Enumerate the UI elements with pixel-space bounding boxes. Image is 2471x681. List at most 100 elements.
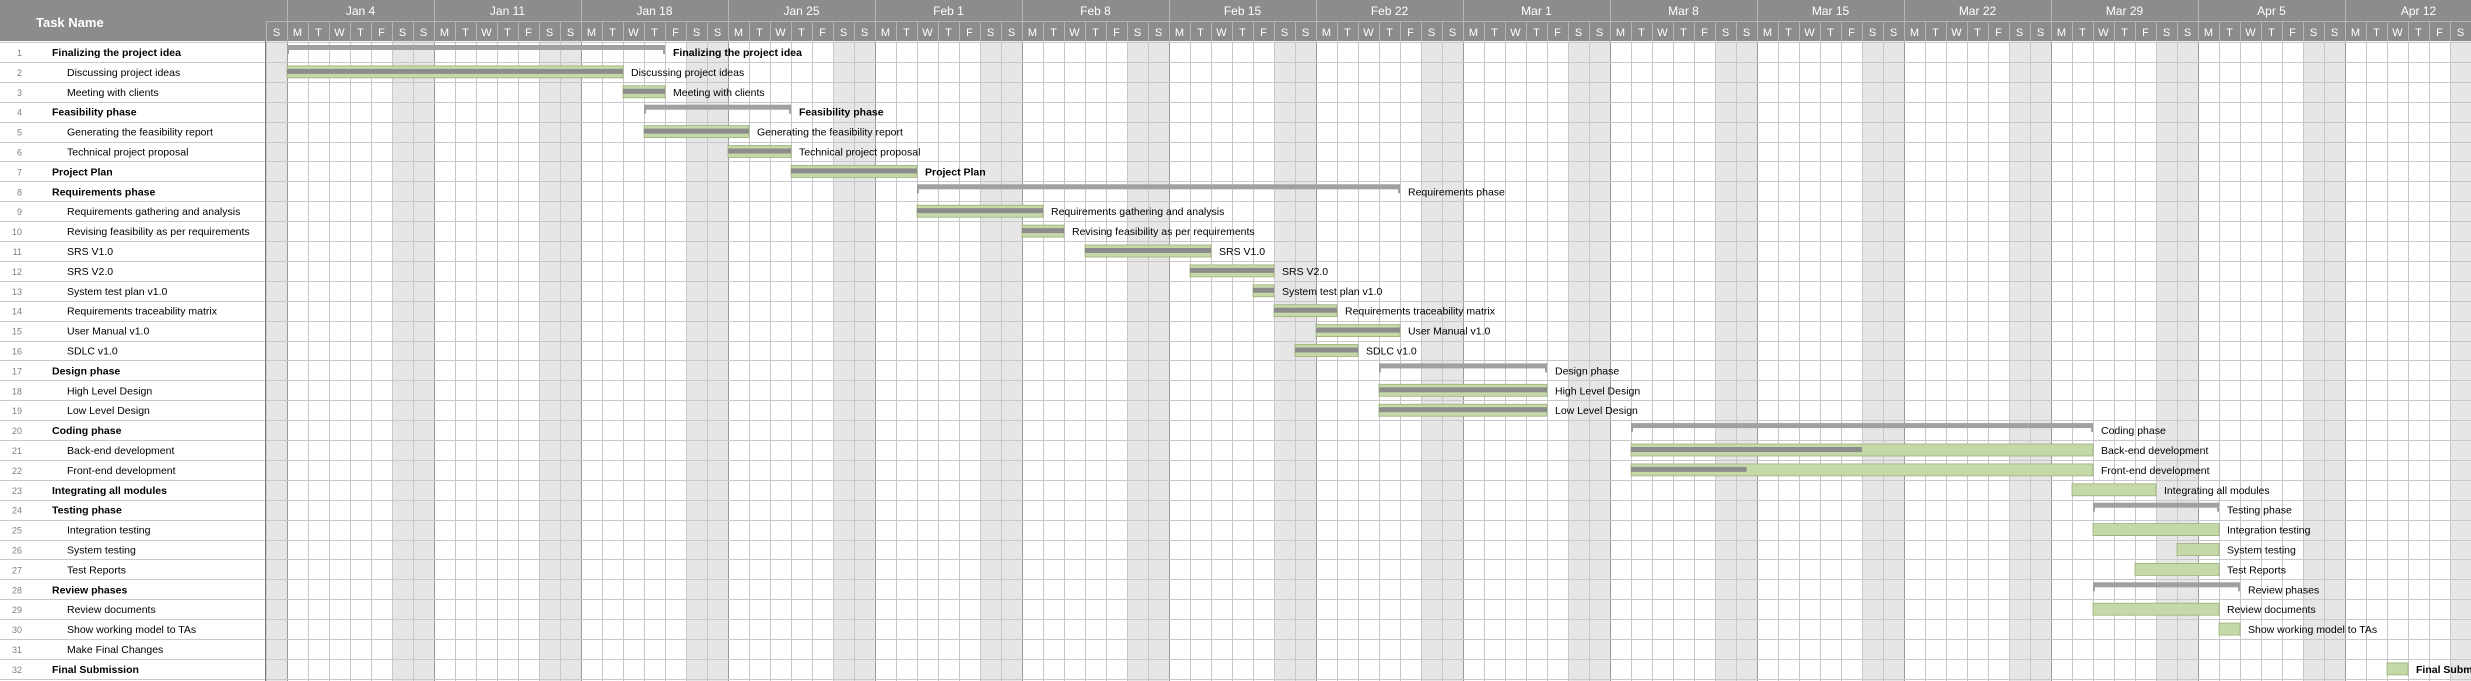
task-name[interactable]: Review documents (67, 604, 156, 616)
day-letter: T (1344, 27, 1351, 39)
task-progress (1274, 307, 1337, 313)
week-label[interactable]: Mar 15 (1812, 4, 1850, 18)
summary-bar[interactable] (2093, 502, 2219, 508)
day-letter: F (1260, 27, 1267, 39)
task-name[interactable]: Meeting with clients (67, 87, 159, 99)
day-letter: T (2079, 27, 2086, 39)
bar-label: User Manual v1.0 (1408, 326, 1490, 338)
day-letter: W (775, 27, 786, 39)
task-name[interactable]: High Level Design (67, 385, 152, 397)
week-label[interactable]: Feb 15 (1224, 4, 1262, 18)
row-number: 15 (12, 327, 22, 337)
day-letter: S (2184, 27, 2191, 39)
task-name[interactable]: Requirements gathering and analysis (67, 206, 240, 218)
row-number: 16 (12, 346, 22, 356)
task-name[interactable]: Coding phase (52, 425, 122, 437)
day-letter: M (1028, 27, 1037, 39)
day-letter: M (2057, 27, 2066, 39)
task-name[interactable]: System testing (67, 544, 136, 556)
day-letter: T (1197, 27, 1204, 39)
day-letter: W (1069, 27, 1080, 39)
task-bar[interactable] (2092, 523, 2220, 536)
summary-bar-start-tick (2093, 502, 2095, 512)
week-label[interactable]: Jan 25 (783, 4, 819, 18)
task-name[interactable]: Final Submission (52, 664, 139, 676)
task-name-column-header[interactable]: Task Name (36, 15, 104, 30)
task-name[interactable]: SRS V2.0 (67, 266, 113, 278)
task-bar[interactable] (2071, 483, 2157, 497)
day-letter: S (2457, 27, 2464, 39)
task-name[interactable]: User Manual v1.0 (67, 326, 149, 338)
task-name[interactable]: Project Plan (52, 166, 113, 178)
day-letter: S (1449, 27, 1456, 39)
summary-bar[interactable] (1631, 423, 2093, 429)
day-letter: T (2415, 27, 2422, 39)
task-name[interactable]: Back-end development (67, 445, 174, 457)
week-label[interactable]: Mar 29 (2106, 4, 2144, 18)
row-number: 29 (12, 605, 22, 615)
task-progress (1085, 248, 1211, 253)
row-number: 6 (17, 147, 22, 157)
task-name[interactable]: Integration testing (67, 525, 151, 537)
row-number: 12 (12, 267, 22, 277)
task-progress (1190, 267, 1274, 273)
task-name[interactable]: Discussing project ideas (67, 67, 180, 79)
task-name[interactable]: Review phases (52, 584, 127, 596)
bar-label: Requirements gathering and analysis (1051, 206, 1224, 218)
summary-bar[interactable] (917, 184, 1400, 190)
task-name[interactable]: Front-end development (67, 465, 176, 477)
week-label[interactable]: Mar 8 (1668, 4, 1699, 18)
task-name[interactable]: Show working model to TAs (67, 624, 196, 636)
task-name[interactable]: Requirements phase (52, 186, 155, 198)
bar-label: Coding phase (2101, 425, 2166, 437)
task-bar[interactable] (2218, 622, 2241, 636)
task-name[interactable]: Make Final Changes (67, 644, 163, 656)
day-letter: S (1890, 27, 1897, 39)
week-label[interactable]: Mar 22 (1959, 4, 1997, 18)
task-bar[interactable] (2134, 563, 2220, 576)
task-name[interactable]: Low Level Design (67, 405, 150, 417)
week-label[interactable]: Jan 11 (490, 4, 525, 18)
task-name[interactable]: Feasibility phase (52, 107, 137, 119)
summary-bar[interactable] (287, 45, 665, 50)
task-progress (1316, 327, 1400, 333)
week-label[interactable]: Jan 18 (636, 4, 672, 18)
bar-label: Testing phase (2227, 505, 2292, 517)
day-letter: T (756, 27, 763, 39)
task-bar[interactable] (2092, 602, 2220, 616)
row-number: 11 (13, 247, 22, 257)
week-label[interactable]: Mar 1 (1521, 4, 1552, 18)
task-name[interactable]: Finalizing the project idea (52, 47, 181, 59)
summary-bar[interactable] (2093, 582, 2240, 588)
task-bar[interactable] (2386, 662, 2409, 676)
week-label[interactable]: Jan 4 (346, 4, 376, 18)
week-label[interactable]: Apr 5 (2257, 4, 2286, 18)
summary-bar[interactable] (644, 104, 791, 110)
task-name[interactable]: Technical project proposal (67, 146, 188, 158)
week-label[interactable]: Feb 8 (1080, 4, 1111, 18)
week-label[interactable]: Feb 22 (1371, 4, 1409, 18)
day-letter: S (2310, 27, 2317, 39)
task-name[interactable]: Design phase (52, 365, 120, 377)
week-label[interactable]: Apr 12 (2401, 4, 2437, 18)
task-bar[interactable] (2176, 543, 2220, 556)
task-progress (1022, 228, 1064, 234)
task-name[interactable]: System test plan v1.0 (67, 286, 168, 298)
task-name[interactable]: Requirements traceability matrix (67, 306, 218, 318)
task-name[interactable]: Integrating all modules (52, 485, 167, 497)
summary-bar[interactable] (1379, 363, 1547, 369)
task-name[interactable]: Revising feasibility as per requirements (67, 226, 250, 238)
day-letter: S (273, 27, 280, 39)
day-letter: T (1239, 27, 1246, 39)
day-letter: T (1974, 27, 1981, 39)
task-name[interactable]: SDLC v1.0 (67, 345, 118, 357)
task-name[interactable]: Testing phase (52, 505, 122, 517)
summary-bar-start-tick (2093, 582, 2095, 592)
task-name[interactable]: Generating the feasibility report (67, 127, 213, 139)
week-label[interactable]: Feb 1 (933, 4, 964, 18)
row-number: 9 (17, 207, 22, 217)
task-name[interactable]: Test Reports (67, 564, 126, 576)
day-letter: S (1743, 27, 1750, 39)
bar-label: Final Subm (2416, 664, 2471, 676)
task-name[interactable]: SRS V1.0 (67, 246, 113, 258)
